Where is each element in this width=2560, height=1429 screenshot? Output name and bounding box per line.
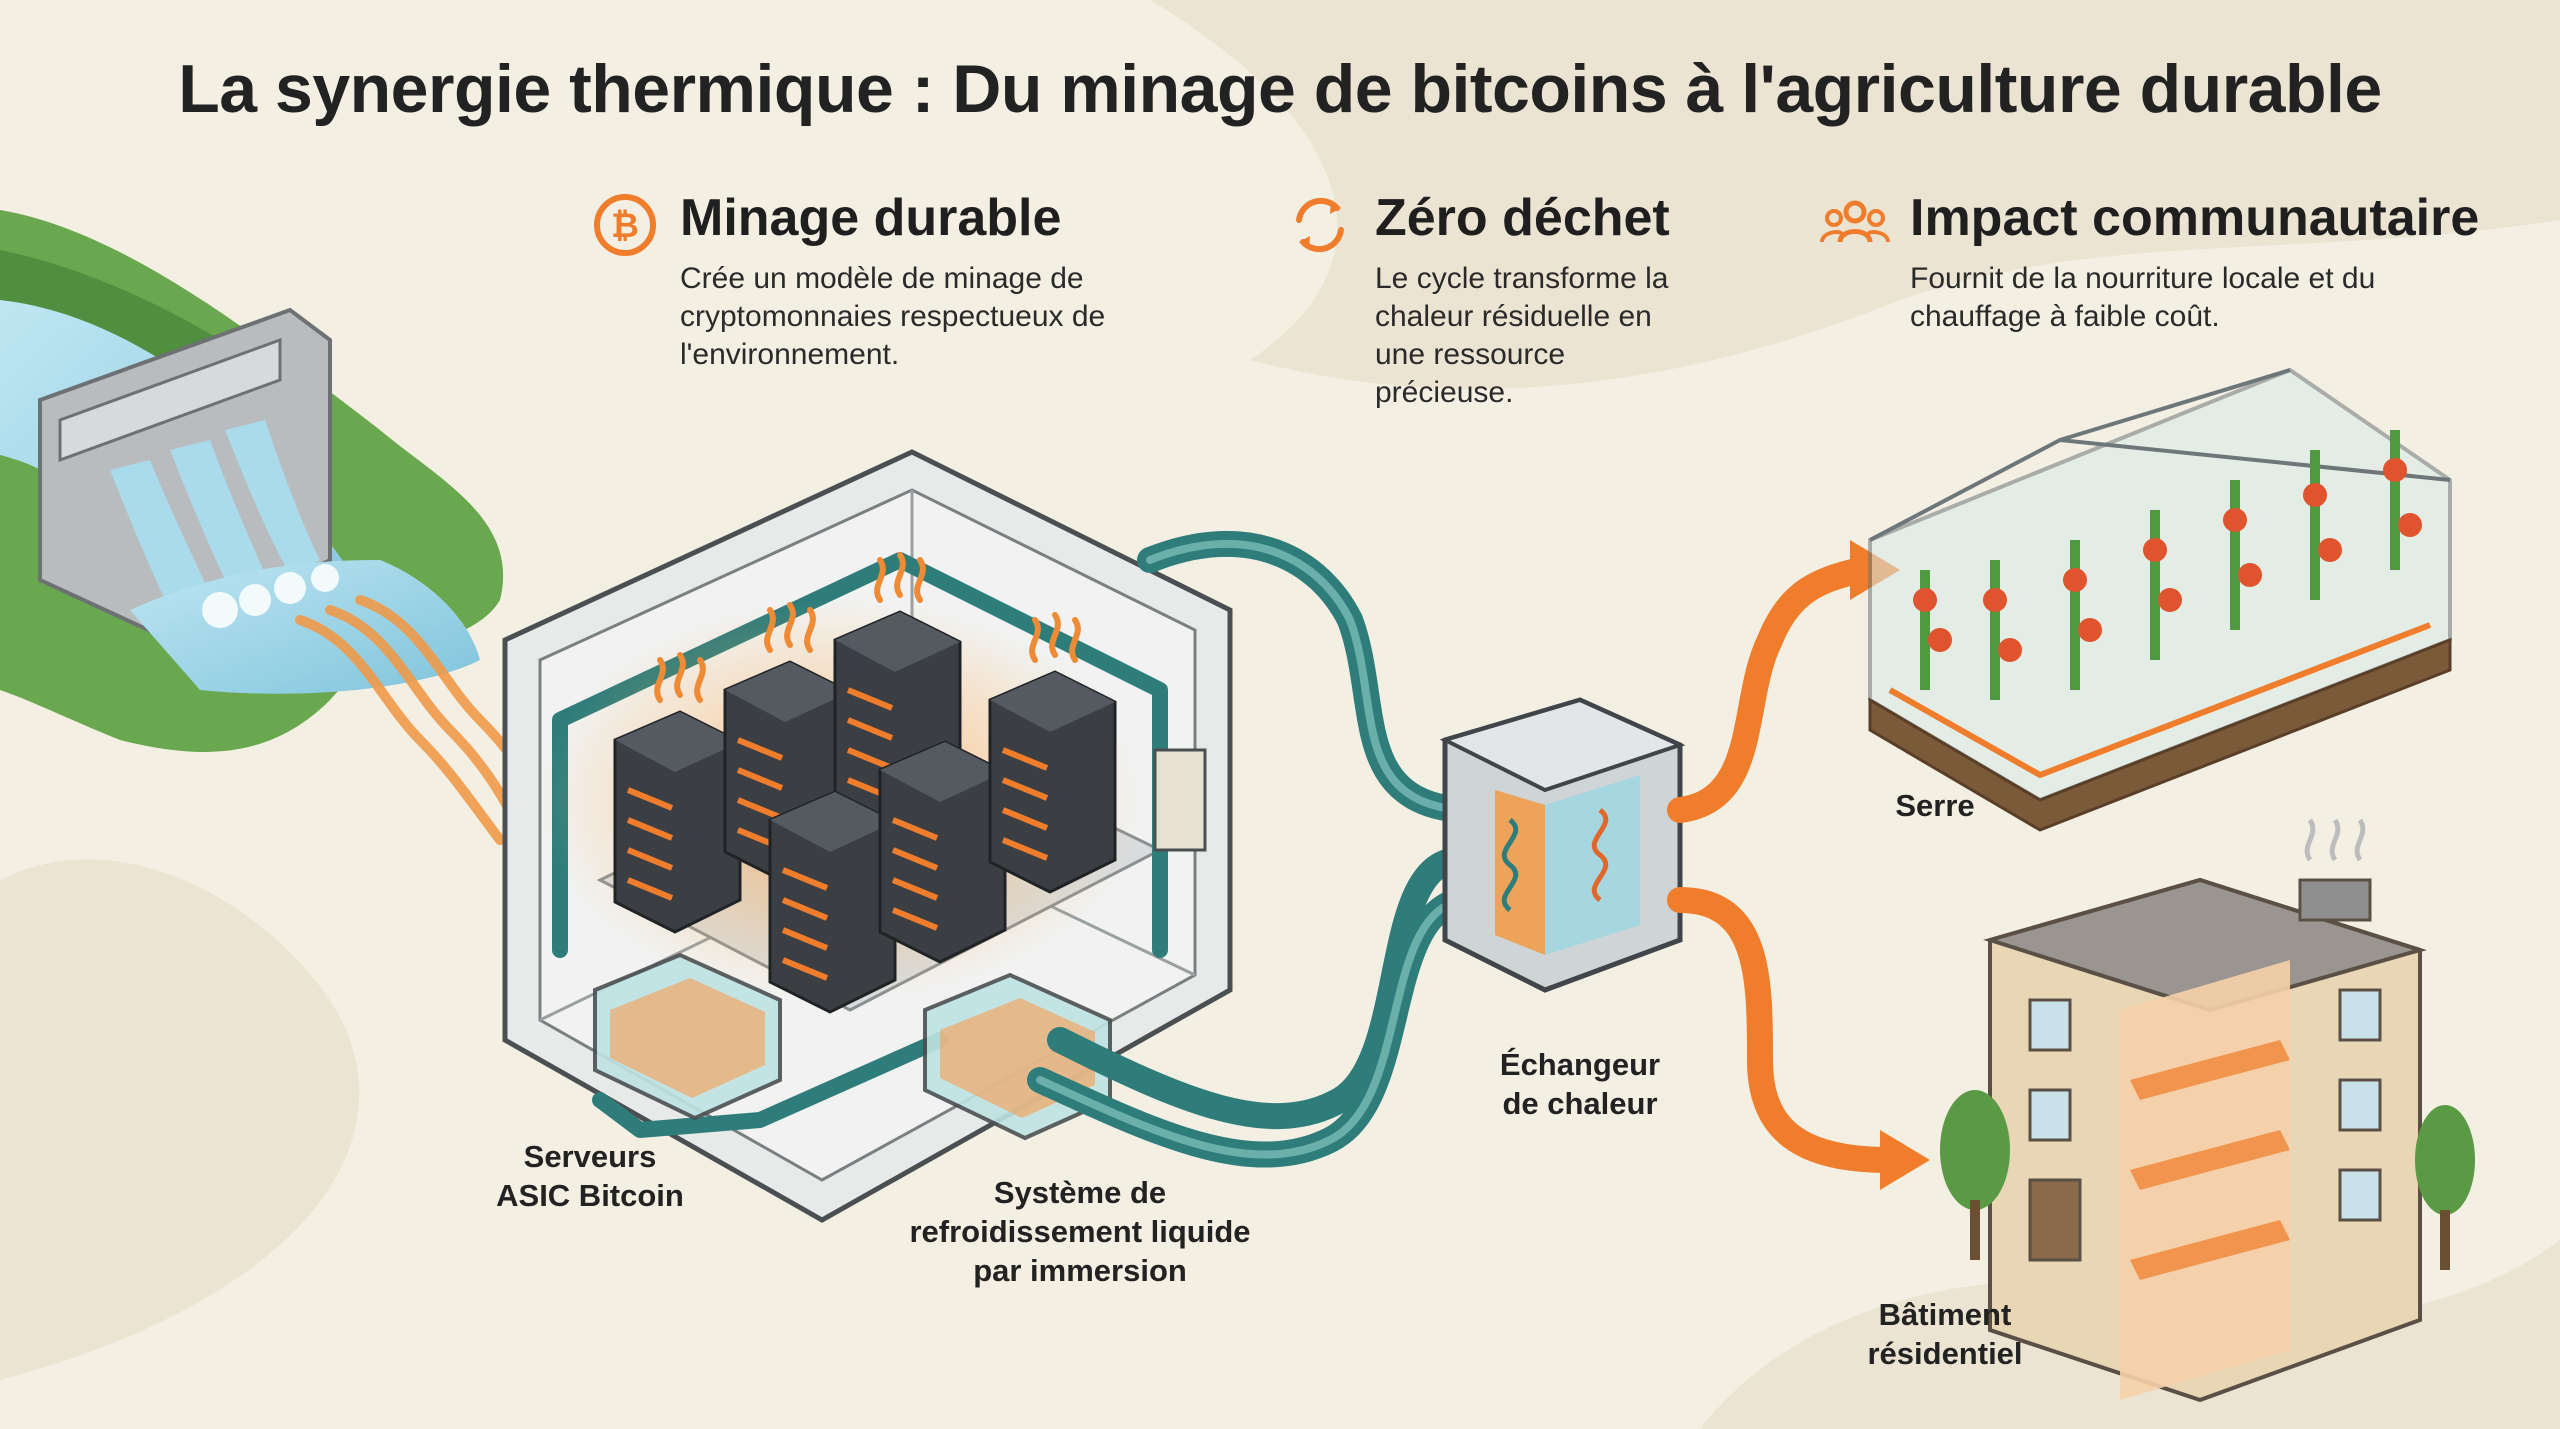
arrow-head-building xyxy=(1880,1130,1930,1190)
feature-text: Crée un modèle de minage de cryptomonnai… xyxy=(680,262,1106,371)
electrical-panel xyxy=(1153,748,1207,852)
server-rack xyxy=(768,790,897,1014)
page-title: La synergie thermique : Du minage de bit… xyxy=(178,51,2382,127)
heat-exchanger xyxy=(1439,697,1686,993)
residential-building xyxy=(1940,818,2475,1403)
server-rack xyxy=(878,740,1007,964)
background-blob xyxy=(0,859,360,1380)
label-residential-building: Bâtiment résidentiel xyxy=(1867,1297,2023,1371)
asic-server-racks xyxy=(613,610,1117,1014)
svg-text:₿: ₿ xyxy=(611,207,639,245)
feature-text: Fournit de la nourriture locale et du ch… xyxy=(1910,262,2376,333)
heat-output-arrows xyxy=(1667,557,1903,1173)
label-heat-exchanger: Échangeur de chaleur xyxy=(1499,1047,1661,1121)
hydro-dam-illustration xyxy=(0,210,504,752)
background-blob xyxy=(1150,0,2560,389)
label-immersion-cooling: Système de refroidissement liquide par i… xyxy=(909,1175,1251,1288)
feature-heading: Impact communautaire xyxy=(1910,189,2480,247)
feature-text: Le cycle transforme la chaleur résiduell… xyxy=(1375,262,1669,409)
bitcoin-icon: ₿ xyxy=(594,194,656,256)
label-asic-servers: Serveurs ASIC Bitcoin xyxy=(496,1139,684,1213)
feature-heading: Zéro déchet xyxy=(1375,189,1670,247)
server-rack xyxy=(988,670,1117,894)
community-people-icon xyxy=(1820,200,1890,243)
server-rack xyxy=(613,710,742,934)
heat-waves xyxy=(654,552,1081,703)
label-greenhouse: Serre xyxy=(1895,788,1975,823)
recycle-arrows-icon xyxy=(1296,197,1344,253)
coolant-pipes-highlight xyxy=(1036,540,1464,1159)
greenhouse xyxy=(1868,367,2452,832)
feature-heading: Minage durable xyxy=(680,189,1062,247)
